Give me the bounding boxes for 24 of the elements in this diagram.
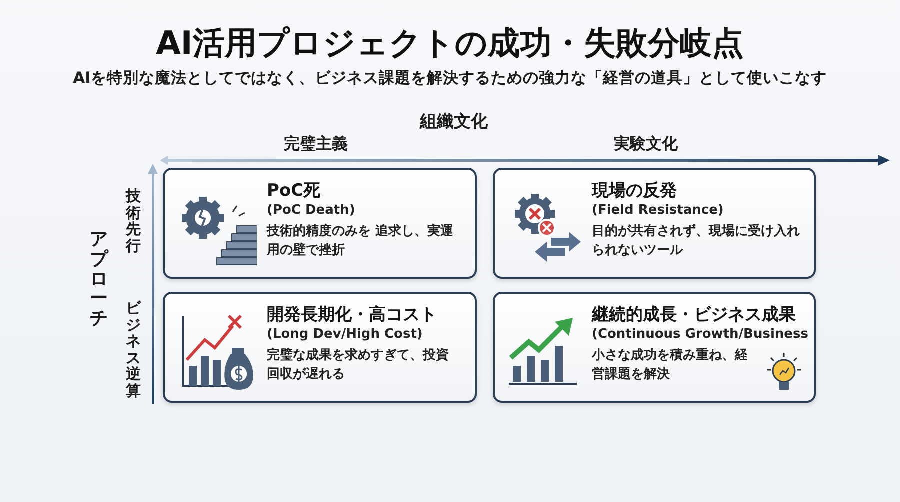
card-heading: 開発長期化・高コスト [267,304,438,326]
axis-title: 組織文化 [420,111,488,133]
title: AI活用プロジェクトの成功・失敗分岐点 [156,23,744,64]
axis-label: ビジネス逆算 [126,300,141,399]
card-subheading: (Field Resistance) [592,202,725,220]
subtitle: AIを特別な魔法としてではなく、ビジネス課題を解決するための強力な「経営の道具」として使いこなす [73,68,827,89]
card-heading: 現場の反発 [592,180,678,202]
axis-title: アプローチ [90,230,108,329]
card-description: 目的が共有されず、現場に受け入れられないツール [592,223,801,260]
card-description: 小さな成功を積み重ね、経営課題を解決 [592,347,749,384]
axis-label: 完璧主義 [284,134,348,155]
quadrant-card [493,168,816,279]
card-description: 完璧な成果を求めすぎて、投資回収が遅れる [267,347,450,384]
card-heading: 継続的成長・ビジネス成果 [592,304,797,326]
card-subheading: (Long Dev/High Cost) [267,326,424,344]
card-heading: PoC死 [267,180,322,202]
quadrant-card [493,292,816,403]
axis-label: 実験文化 [614,134,678,155]
axis-label: 技術先行 [126,188,141,254]
quadrant-card [163,168,477,279]
card-subheading: (PoC Death) [267,202,356,220]
card-description: 技術的精度のみを 追求し、実運用の壁で挫折 [267,223,455,260]
quadrant-card [163,292,477,403]
card-subheading: (Continuous Growth/Business [592,326,806,344]
